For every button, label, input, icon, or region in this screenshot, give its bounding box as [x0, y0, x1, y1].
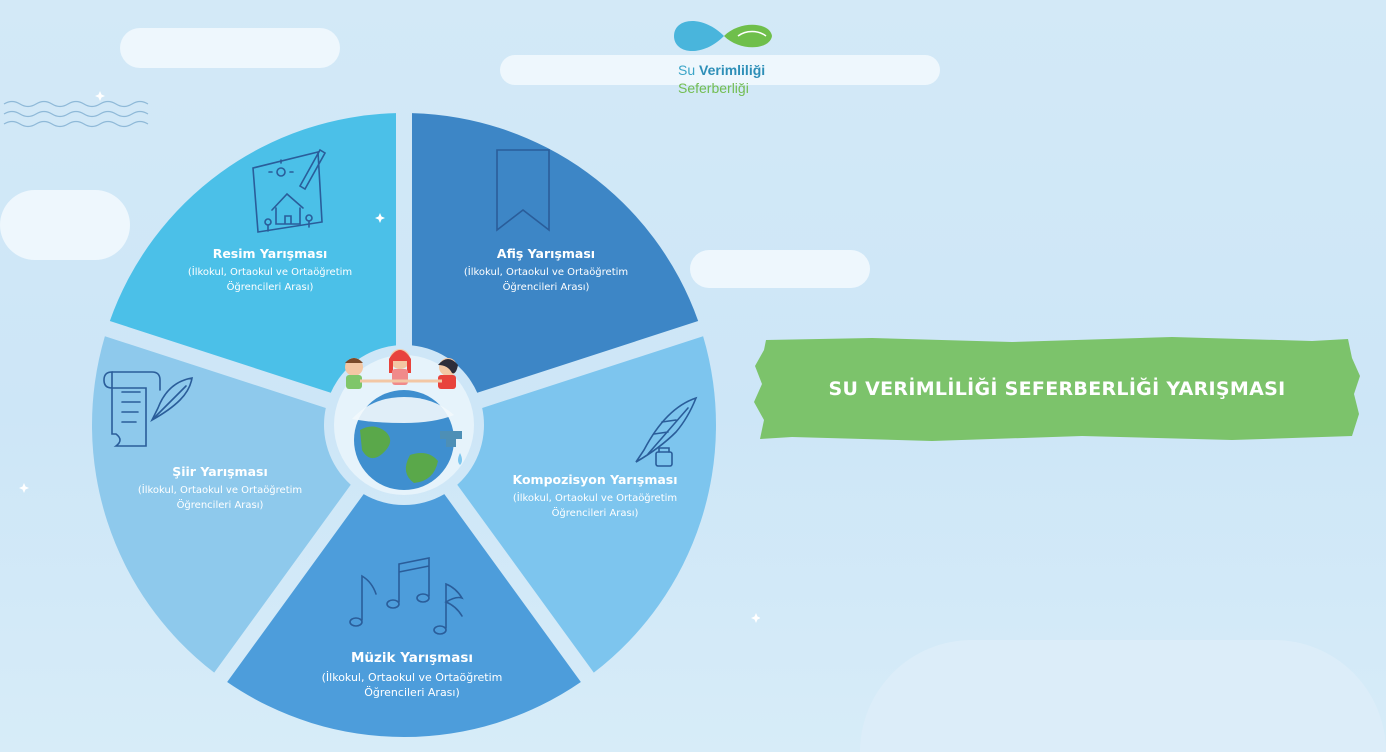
segment-label-resim[interactable]: Resim Yarışması (İlkokul, Ortaokul ve Or…: [160, 246, 380, 295]
logo-text-line1: Su Verimliliği: [678, 62, 766, 78]
segment-subtitle-line2: Öğrencileri Arası): [364, 686, 460, 699]
segment-title: Şiir Yarışması: [172, 464, 268, 479]
earth-with-children-icon: [345, 349, 462, 490]
sparkle-decoration: [19, 483, 29, 493]
title-banner-background: [754, 337, 1360, 441]
segment-subtitle-line1: (İlkokul, Ortaokul ve Ortaöğretim: [187, 267, 353, 278]
background-cloud: [860, 640, 1386, 752]
music-notes-icon: [349, 557, 464, 635]
background-cloud: [0, 190, 130, 260]
scroll-quill-icon: [103, 371, 193, 447]
segment-title: Müzik Yarışması: [350, 650, 473, 666]
segment-subtitle-line1: (İlkokul, Ortaokul ve Ortaöğretim: [137, 485, 303, 496]
wheel-segment-kompozisyon[interactable]: [457, 336, 716, 673]
segment-subtitle-line2: Öğrencileri Arası): [176, 500, 264, 511]
segment-title: Kompozisyon Yarışması: [512, 472, 678, 487]
wheel-segment-resim[interactable]: [109, 113, 397, 393]
wheel-segment-afis[interactable]: [411, 113, 699, 393]
water-efficiency-logo-icon: [674, 20, 772, 52]
segment-subtitle-line2: Öğrencileri Arası): [502, 282, 590, 293]
sparkle-decoration: [751, 613, 760, 623]
competition-wheel: [19, 91, 760, 737]
wave-lines-decoration: [3, 100, 149, 128]
drawing-icon: [252, 148, 327, 233]
quill-ink-icon: [635, 396, 698, 467]
segment-subtitle-line2: Öğrencileri Arası): [226, 282, 314, 293]
segment-subtitle-line2: Öğrencileri Arası): [551, 508, 639, 519]
sparkle-decoration: [95, 91, 105, 101]
segment-label-siir[interactable]: Şiir Yarışması (İlkokul, Ortaokul ve Ort…: [110, 464, 330, 513]
background-cloud: [500, 55, 940, 85]
segment-title: Afiş Yarışması: [496, 246, 596, 261]
background-cloud: [690, 250, 870, 288]
segment-subtitle-line1: (İlkokul, Ortaokul ve Ortaöğretim: [512, 493, 678, 504]
logo-text-line2: Seferberliği: [678, 80, 749, 96]
segment-subtitle-line1: (İlkokul, Ortaokul ve Ortaöğretim: [463, 267, 629, 278]
wheel-segment-siir[interactable]: [91, 336, 351, 673]
wheel-segment-muzik[interactable]: [227, 494, 581, 737]
bookmark-icon: [496, 149, 550, 232]
competition-title: SU VERİMLİLİĞİ SEFERBERLİĞİ YARIŞMASI: [828, 378, 1286, 400]
segment-subtitle-line1: (İlkokul, Ortaokul ve Ortaöğretim: [321, 671, 503, 684]
segment-label-kompozisyon[interactable]: Kompozisyon Yarışması (İlkokul, Ortaokul…: [492, 472, 698, 521]
sparkle-decoration: [375, 213, 385, 223]
segment-title: Resim Yarışması: [212, 246, 328, 261]
segment-label-afis[interactable]: Afiş Yarışması (İlkokul, Ortaokul ve Ort…: [436, 246, 656, 295]
background-cloud: [120, 28, 340, 68]
segment-label-muzik[interactable]: Müzik Yarışması (İlkokul, Ortaokul ve Or…: [300, 650, 524, 700]
